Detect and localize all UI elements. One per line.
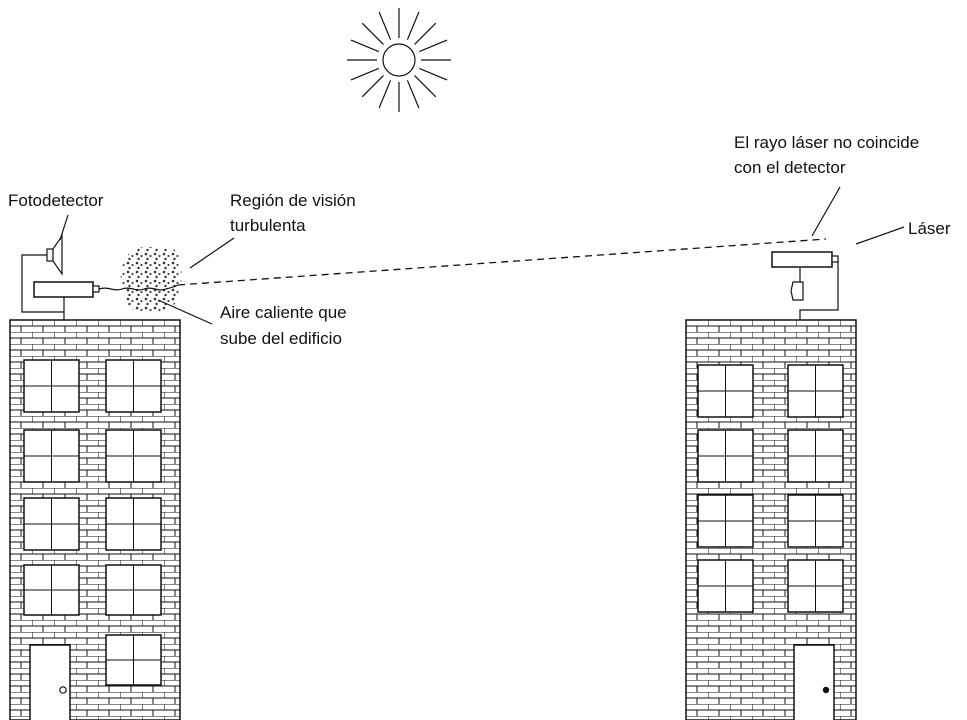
left-building-windows (23, 359, 162, 686)
sun-ray (414, 75, 437, 98)
label-laser: Láser (908, 219, 951, 238)
sun-ray (361, 75, 384, 98)
left-rooftop-apparatus (21, 234, 100, 320)
turbulent-air-region (98, 246, 182, 312)
window (697, 364, 754, 418)
photodetector-icon (46, 234, 63, 276)
leader-beam-miss (811, 186, 841, 237)
window (787, 494, 844, 548)
sun-ray (414, 22, 437, 45)
window (23, 497, 80, 551)
label-hot-air-line1: Aire caliente que (220, 303, 347, 322)
left-laser-unit (33, 281, 100, 298)
sun-ray (378, 80, 392, 109)
window (787, 364, 844, 418)
label-photodetector: Fotodetector (8, 191, 104, 210)
window (105, 497, 162, 551)
label-turbulent-region-line1: Región de visión (230, 191, 356, 210)
leader-photodetector (59, 214, 69, 241)
sun-ray (378, 11, 392, 40)
window (105, 634, 162, 686)
label-beam-miss-line2: con el detector (734, 158, 846, 177)
labels: Fotodetector Región de visión turbulenta… (8, 133, 951, 348)
window (23, 429, 80, 483)
leader-turbulent-region (189, 237, 235, 269)
leader-laser (855, 226, 905, 245)
window (105, 359, 162, 413)
window (697, 494, 754, 548)
label-beam-miss-line1: El rayo láser no coincide (734, 133, 919, 152)
window (697, 559, 754, 613)
left-building-door (29, 644, 71, 720)
label-hot-air-line2: sube del edificio (220, 329, 342, 348)
sun-ray (419, 39, 448, 53)
window (23, 564, 80, 616)
window (697, 429, 754, 483)
sun-ray (350, 67, 379, 81)
sun-ray (350, 39, 379, 53)
sun-ray (406, 80, 420, 109)
label-turbulent-region-line2: turbulenta (230, 216, 306, 235)
sun-icon (347, 8, 451, 112)
window (787, 559, 844, 613)
sun-ray (361, 22, 384, 45)
right-building-windows (697, 364, 844, 613)
right-building (685, 319, 857, 720)
window (787, 429, 844, 483)
right-detector-icon (790, 281, 804, 301)
laser-icon (771, 251, 839, 268)
sun-ray (419, 67, 448, 81)
leader-hot-air (157, 299, 213, 325)
window (105, 429, 162, 483)
sun-ray (406, 11, 420, 40)
laser-beam (177, 238, 827, 286)
window (105, 564, 162, 616)
left-building (9, 319, 181, 720)
window (23, 359, 80, 413)
right-rooftop-apparatus (771, 251, 839, 320)
right-building-door (793, 644, 835, 720)
